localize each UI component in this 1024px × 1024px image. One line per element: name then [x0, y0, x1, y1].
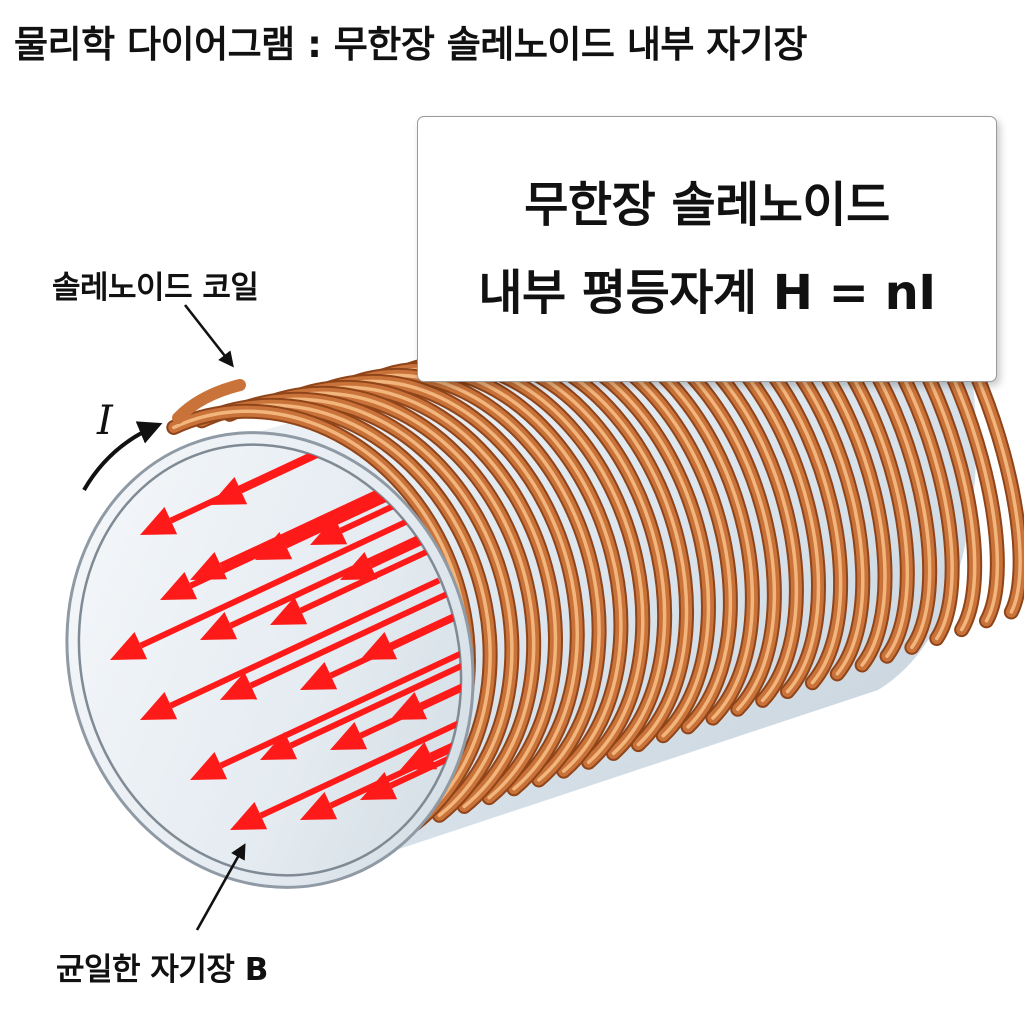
field-arrow-head: [140, 507, 178, 535]
field-arrow-head: [110, 632, 148, 660]
field-arrow-head: [300, 792, 338, 820]
coil-winding: [200, 403, 492, 826]
field-arrow-shaft: [139, 517, 411, 649]
callout-line-1: 무한장 솔레노이드: [524, 177, 890, 233]
coil-winding: [227, 397, 514, 818]
page-title: 물리학 다이어그램 : 무한장 솔레노이드 내부 자기장: [14, 23, 807, 66]
field-arrow-head: [270, 597, 308, 625]
field-arrow-head: [160, 572, 198, 600]
coil-label: 솔레노이드 코일: [52, 270, 259, 306]
field-arrow-head: [260, 732, 298, 760]
pointer-arrow-icon: [183, 304, 234, 368]
formula-callout-box: 무한장 솔레노이드 내부 평등자계 H = nI: [417, 116, 997, 382]
field-arrow-head: [190, 752, 228, 780]
field-label: 균일한 자기장 B: [56, 952, 268, 988]
field-arrow-head: [140, 692, 178, 720]
field-arrow-shaft: [219, 637, 491, 769]
coil-winding: [255, 391, 536, 809]
coil-lead-wire: [172, 379, 246, 424]
coil-winding: [283, 385, 558, 800]
field-arrow-shaft: [389, 517, 517, 649]
field-arrow-head: [390, 692, 428, 720]
field-arrow-shaft: [389, 657, 517, 789]
field-arrow-head: [200, 612, 238, 640]
field-arrow-head: [220, 672, 258, 700]
coil-winding: [311, 379, 579, 791]
field-arrow-head: [330, 722, 368, 750]
field-arrow-head: [300, 662, 338, 690]
curved-current-arrow-icon: [82, 421, 163, 492]
field-arrow-head: [360, 772, 398, 800]
pointer-arrow-icon: [195, 843, 246, 931]
field-arrow-head: [360, 632, 398, 660]
callout-line-2: 내부 평등자계 H = nI: [478, 265, 936, 321]
coil-winding: [339, 373, 601, 782]
current-symbol: I: [97, 398, 113, 444]
field-arrow-head: [310, 517, 348, 545]
field-arrow-head: [400, 742, 438, 770]
field-arrow-shaft: [169, 577, 441, 709]
field-arrow-head: [230, 802, 268, 830]
field-arrow-head: [340, 552, 378, 580]
field-arrow-head: [210, 477, 248, 505]
